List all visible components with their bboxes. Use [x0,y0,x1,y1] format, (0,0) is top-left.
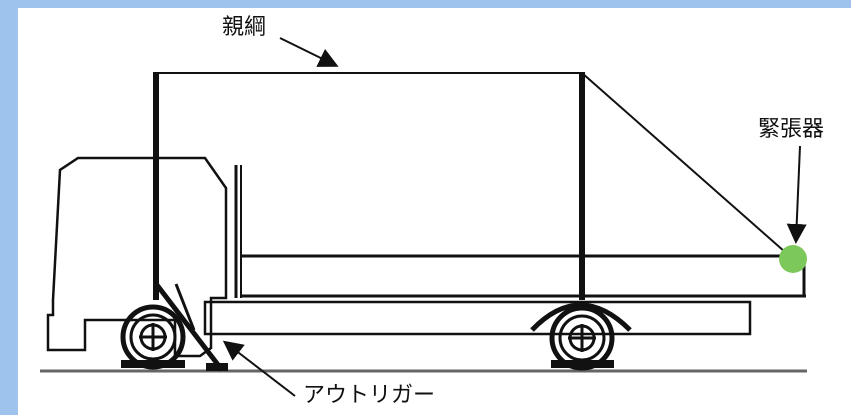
truck-cab [46,156,228,358]
rear-wheel [530,302,632,371]
blue-frame-top [0,0,851,8]
main-rope-label: 親綱 [222,15,267,40]
blue-frame-left [0,0,18,415]
main-rope-arrow [279,37,339,67]
outrigger-foot [206,363,228,371]
outrigger-strut [155,283,224,372]
tensioner-marker [779,245,807,273]
outrigger-label: アウトリガー [303,383,436,408]
tensioner-arrow [786,145,807,244]
deck-underframe [203,300,752,336]
outrigger-brace [174,283,196,331]
tensioner-label: 緊張器 [758,117,825,142]
front-wheel [120,304,186,370]
main-rope-diagonal [581,72,794,260]
outrigger-arrow [222,340,296,397]
